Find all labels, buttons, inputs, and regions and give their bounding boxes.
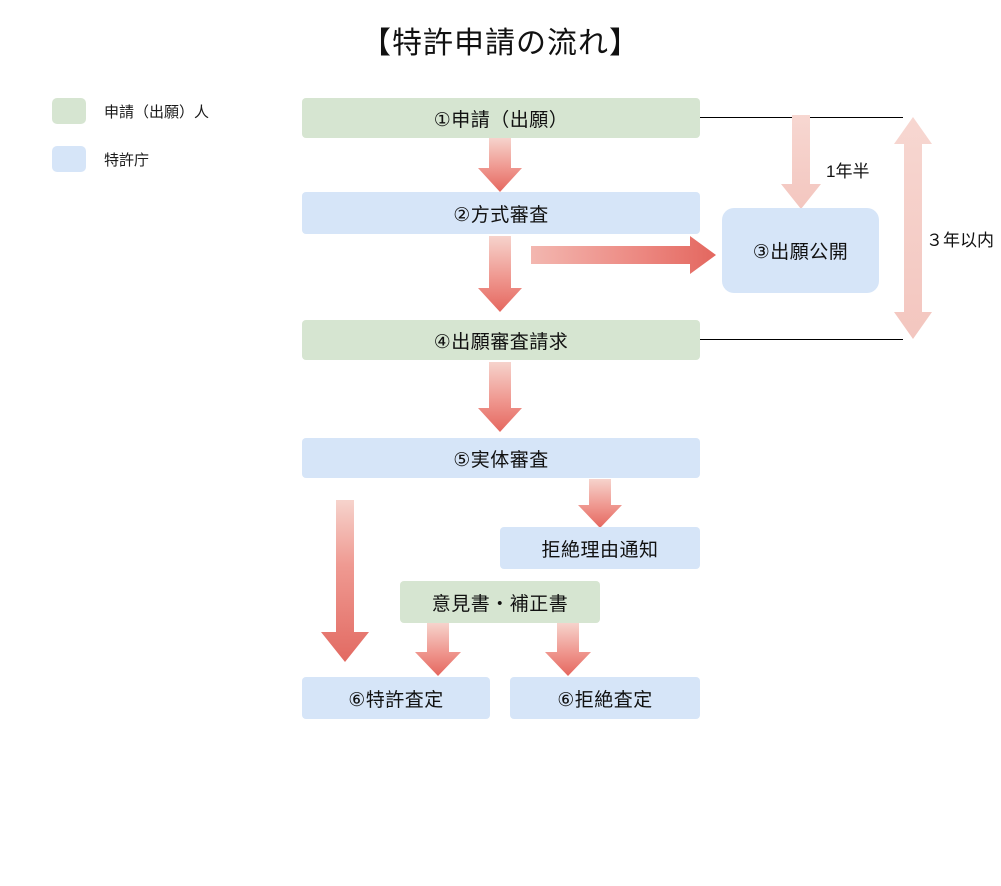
page-title: 【特許申請の流れ】 <box>361 27 640 60</box>
arrow-formality-check-to-publication <box>531 236 716 274</box>
arrow-formality-check-to-examination-request <box>478 236 522 312</box>
node-examination-request[interactable]: ④出願審査請求 <box>302 320 700 360</box>
arrow-substantive-exam-to-patent-decision <box>321 500 369 662</box>
arrow-opinion-to-patent-decision <box>415 623 461 676</box>
arrow-opinion-to-rejection-decision <box>545 623 591 676</box>
arrow-examination-request-to-substantive-exam <box>478 362 522 432</box>
arrow-apply-to-formality-check <box>478 138 522 192</box>
node-rejection-notice[interactable]: 拒絶理由通知 <box>500 527 700 569</box>
node-patent-decision[interactable]: ⑥特許査定 <box>302 677 490 719</box>
legend-item-patent-office: 特許庁 <box>52 144 282 174</box>
annotation-eighteen-months: 1年半 <box>826 162 870 181</box>
legend: 申請（出願）人 特許庁 <box>52 96 282 174</box>
node-opinion-amendment[interactable]: 意見書・補正書 <box>400 581 600 623</box>
node-formality-check[interactable]: ②方式審査 <box>302 192 700 234</box>
node-rejection-decision[interactable]: ⑥拒絶査定 <box>510 677 700 719</box>
legend-swatch-patent-office <box>52 146 86 172</box>
legend-label-applicant: 申請（出願）人 <box>104 103 210 121</box>
arrow-substantive-exam-to-rejection-notice <box>578 479 622 528</box>
node-apply[interactable]: ①申請（出願） <box>302 98 700 138</box>
node-substantive-exam[interactable]: ⑤実体審査 <box>302 438 700 478</box>
legend-label-patent-office: 特許庁 <box>104 151 150 169</box>
node-publication[interactable]: ③出願公開 <box>722 208 879 293</box>
timeline-reference-line-bottom <box>700 339 903 340</box>
timeline-reference-line-top <box>700 117 903 118</box>
arrow-eighteen-months <box>781 115 821 209</box>
annotation-within-three-years: ３年以内 <box>926 231 994 250</box>
legend-item-applicant: 申請（出願）人 <box>52 96 282 126</box>
legend-swatch-applicant <box>52 98 86 124</box>
